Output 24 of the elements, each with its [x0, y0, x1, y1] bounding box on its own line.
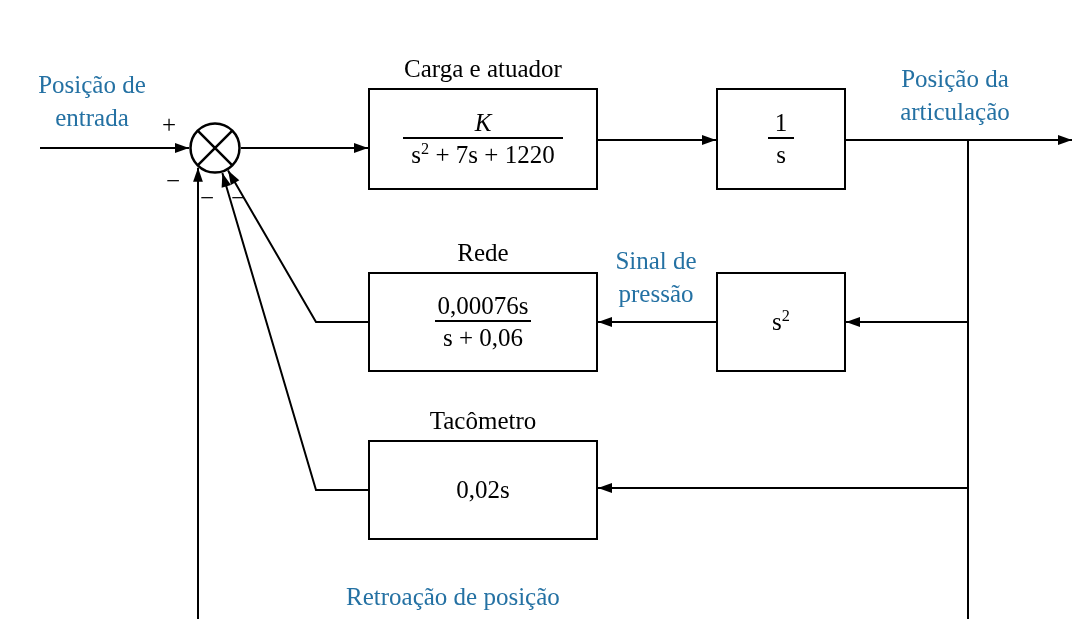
- sign-label: −: [166, 166, 181, 196]
- summing-junction: [189, 122, 241, 174]
- arrow: [227, 169, 369, 323]
- sign-label: +: [162, 110, 177, 140]
- numerator: K: [473, 109, 494, 137]
- denominator: s + 0,06: [434, 320, 532, 352]
- transfer-function: 0,02s: [456, 475, 510, 505]
- transfer-function: s$^{2}$: [772, 307, 790, 337]
- numerator: 0,00076s: [436, 292, 530, 320]
- block-title: Carga e atuador: [403, 54, 563, 84]
- arrow: [597, 135, 717, 145]
- block-title: Tacômetro: [428, 406, 538, 436]
- arrow: [193, 166, 203, 619]
- transfer-function-block: [716, 272, 846, 372]
- numerator: 1: [773, 109, 789, 137]
- arrow: [597, 317, 717, 327]
- denominator: s$^{2}$ + 7s + 1220: [403, 137, 563, 169]
- arrow: [240, 143, 369, 153]
- arrow: [39, 143, 190, 153]
- sign-label: −: [200, 183, 215, 213]
- arrow: [221, 171, 369, 491]
- loop-label: Retroação de posição: [346, 582, 560, 612]
- denominator: s: [768, 137, 794, 169]
- transfer-function-block: [716, 88, 846, 190]
